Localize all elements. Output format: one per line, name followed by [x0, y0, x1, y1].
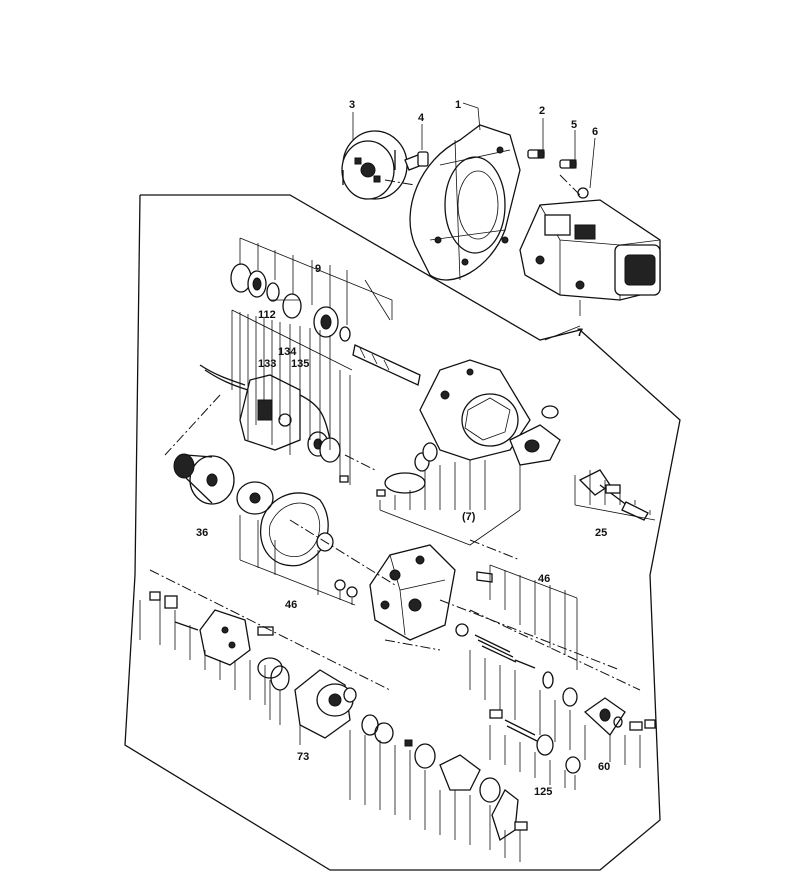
label-5: 5 — [571, 119, 577, 131]
bolt-part-4 — [404, 151, 429, 171]
bolt-part-2 — [527, 149, 545, 159]
label-7: 7 — [577, 327, 583, 339]
coupling-part-3 — [341, 130, 408, 200]
bell-housing-part-1 — [409, 124, 521, 281]
label-135: 135 — [291, 358, 309, 370]
label-112: 112 — [258, 309, 276, 321]
label-4: 4 — [418, 112, 425, 124]
lower-cover-plate — [149, 591, 274, 666]
adjuster-part-25 — [578, 469, 649, 521]
gear-pump-part-36 — [173, 453, 235, 505]
label-60: 60 — [598, 761, 610, 773]
relief-valve-part-125 — [489, 709, 581, 774]
drive-shaft — [352, 344, 421, 386]
label-2: 2 — [539, 105, 545, 117]
controller-unit — [199, 364, 349, 483]
label-133: 133 — [258, 358, 276, 370]
snap-ring-group — [230, 263, 302, 319]
label-9: 9 — [315, 263, 321, 275]
pump-housing-part-7p — [376, 359, 561, 497]
assembly-boundary — [124, 194, 681, 871]
label-134: 134 — [278, 346, 297, 358]
plug-part-6 — [577, 187, 589, 199]
callout-labels: 1 2 3 4 5 6 7 9 112 133 134 135 (7) 25 3… — [196, 99, 610, 798]
leader-lines — [139, 102, 656, 862]
bottom-cover — [414, 743, 528, 842]
label-25: 25 — [595, 527, 607, 539]
bolt-part-5 — [559, 159, 577, 169]
label-73: 73 — [297, 751, 309, 763]
label-6: 6 — [592, 126, 598, 138]
alignment-lines — [149, 174, 641, 691]
bearing-part-9 — [313, 306, 351, 342]
label-1: 1 — [455, 99, 461, 111]
cylinder-part-73 — [257, 657, 413, 747]
valve-body — [316, 532, 493, 641]
label-125: 125 — [534, 786, 552, 798]
label-3: 3 — [349, 99, 355, 111]
label-46-right: 46 — [538, 573, 550, 585]
plate-and-gasket — [236, 481, 329, 567]
spool-springs — [455, 623, 656, 736]
label-46-left: 46 — [285, 599, 297, 611]
label-36: 36 — [196, 527, 208, 539]
label-7-paren: (7) — [462, 511, 476, 523]
pump-assembly-part-7 — [519, 199, 661, 301]
